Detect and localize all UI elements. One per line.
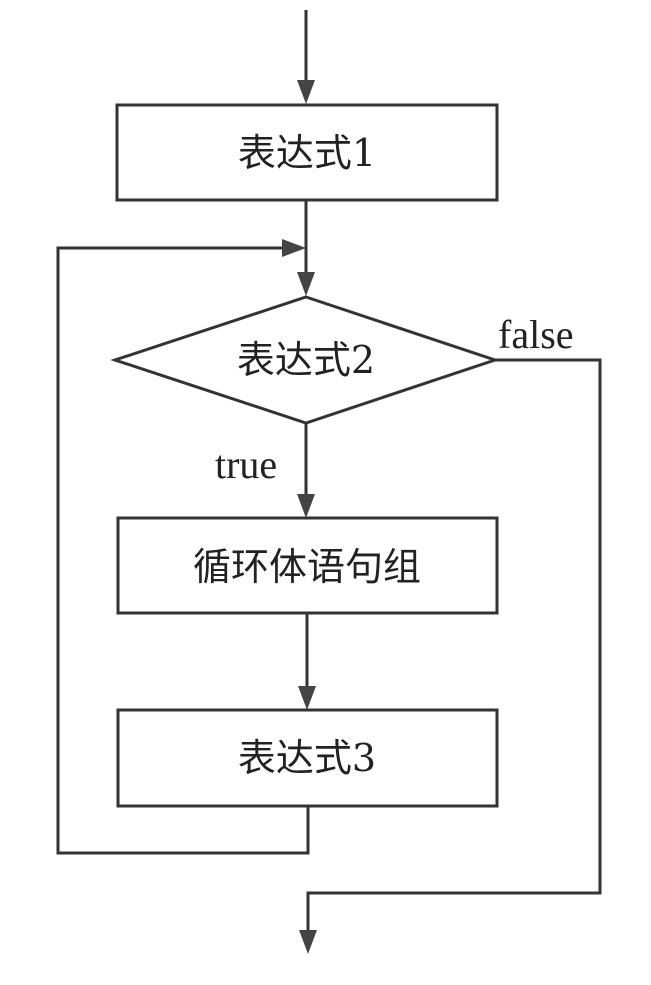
expr1-label: 表达式1 — [238, 131, 376, 175]
expr2-arrowhead — [297, 272, 315, 296]
loop-back-arrowhead — [282, 239, 306, 257]
exit-arrowhead — [299, 930, 317, 954]
expr3-label: 表达式3 — [238, 736, 376, 780]
entry-arrowhead — [297, 80, 315, 104]
body-arrowhead — [297, 494, 315, 518]
expr2-label: 表达式2 — [237, 338, 375, 382]
edge-loop-back — [56, 246, 310, 855]
node-expr1: 表达式1 — [115, 103, 499, 202]
expr3-box — [116, 708, 499, 808]
node-expr3: 表达式3 — [116, 708, 499, 808]
body-box — [116, 516, 499, 615]
node-body: 循环体语句组 — [116, 516, 499, 615]
false-label: false — [498, 312, 574, 357]
node-expr2: 表达式2 — [110, 295, 500, 425]
expr3-arrowhead — [298, 686, 316, 710]
true-label: true — [215, 442, 277, 487]
body-label: 循环体语句组 — [193, 545, 421, 589]
edge-false-exit — [306, 358, 602, 938]
